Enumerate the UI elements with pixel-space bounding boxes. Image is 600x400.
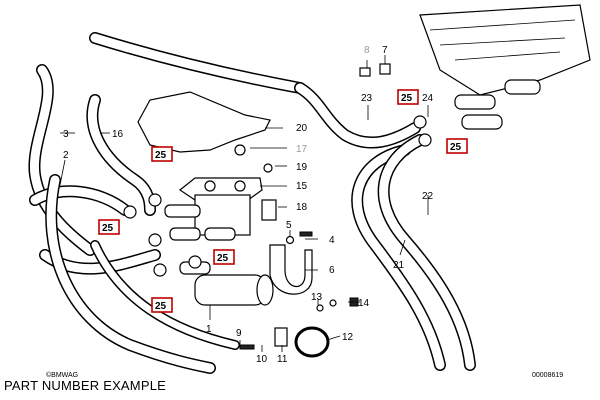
bracket-6 — [269, 244, 313, 295]
label-3: 3 — [63, 129, 69, 140]
cover-20 — [137, 91, 271, 153]
heater-housing — [419, 4, 591, 130]
label-18: 18 — [296, 202, 308, 213]
label-15: 15 — [296, 181, 308, 192]
label-21: 21 — [393, 260, 405, 271]
label-8: 8 — [364, 45, 370, 56]
hose-group — [28, 32, 476, 374]
label-9: 9 — [236, 328, 242, 339]
label-14: 14 — [358, 298, 370, 309]
label-11: 11 — [277, 354, 288, 365]
copyright-notice: ©BMWAG — [46, 372, 79, 379]
svg-text:25: 25 — [217, 253, 229, 264]
svg-text:25: 25 — [401, 93, 413, 104]
label-7: 7 — [382, 45, 388, 56]
page-caption: PART NUMBER EXAMPLE — [4, 378, 167, 393]
label-4: 4 — [329, 235, 335, 246]
heater-valve-15 — [164, 177, 263, 241]
label-23: 23 — [361, 93, 373, 104]
label-24: 24 — [422, 93, 434, 104]
label-22: 22 — [422, 191, 434, 202]
callout-25-b[interactable]: 25 — [98, 219, 120, 235]
leader-lines — [59, 55, 429, 352]
clamp-12 — [294, 326, 330, 358]
svg-text:25: 25 — [102, 223, 114, 234]
label-6: 6 — [329, 265, 335, 276]
label-16: 16 — [112, 129, 124, 140]
label-5: 5 — [286, 220, 292, 231]
callout-25-c[interactable]: 25 — [213, 249, 235, 265]
label-12: 12 — [342, 332, 354, 343]
highlight-callouts: 25 25 25 25 25 25 — [98, 89, 468, 313]
diagram-number: 00008619 — [532, 372, 564, 379]
svg-text:25: 25 — [155, 301, 167, 312]
svg-text:25: 25 — [450, 142, 462, 153]
label-20: 20 — [296, 123, 308, 134]
label-19: 19 — [296, 162, 308, 173]
callout-25-d[interactable]: 25 — [151, 297, 173, 313]
label-13: 13 — [311, 292, 323, 303]
label-10: 10 — [256, 354, 268, 365]
part-labels: 1 2 3 4 5 6 7 8 9 10 11 12 13 14 15 16 1… — [63, 45, 434, 365]
label-1: 1 — [206, 324, 212, 335]
svg-text:25: 25 — [155, 150, 167, 161]
callout-25-a[interactable]: 25 — [151, 146, 173, 162]
label-17: 17 — [296, 144, 308, 155]
label-2: 2 — [63, 150, 69, 161]
callout-25-f[interactable]: 25 — [446, 138, 468, 154]
callout-25-e[interactable]: 25 — [397, 89, 419, 105]
